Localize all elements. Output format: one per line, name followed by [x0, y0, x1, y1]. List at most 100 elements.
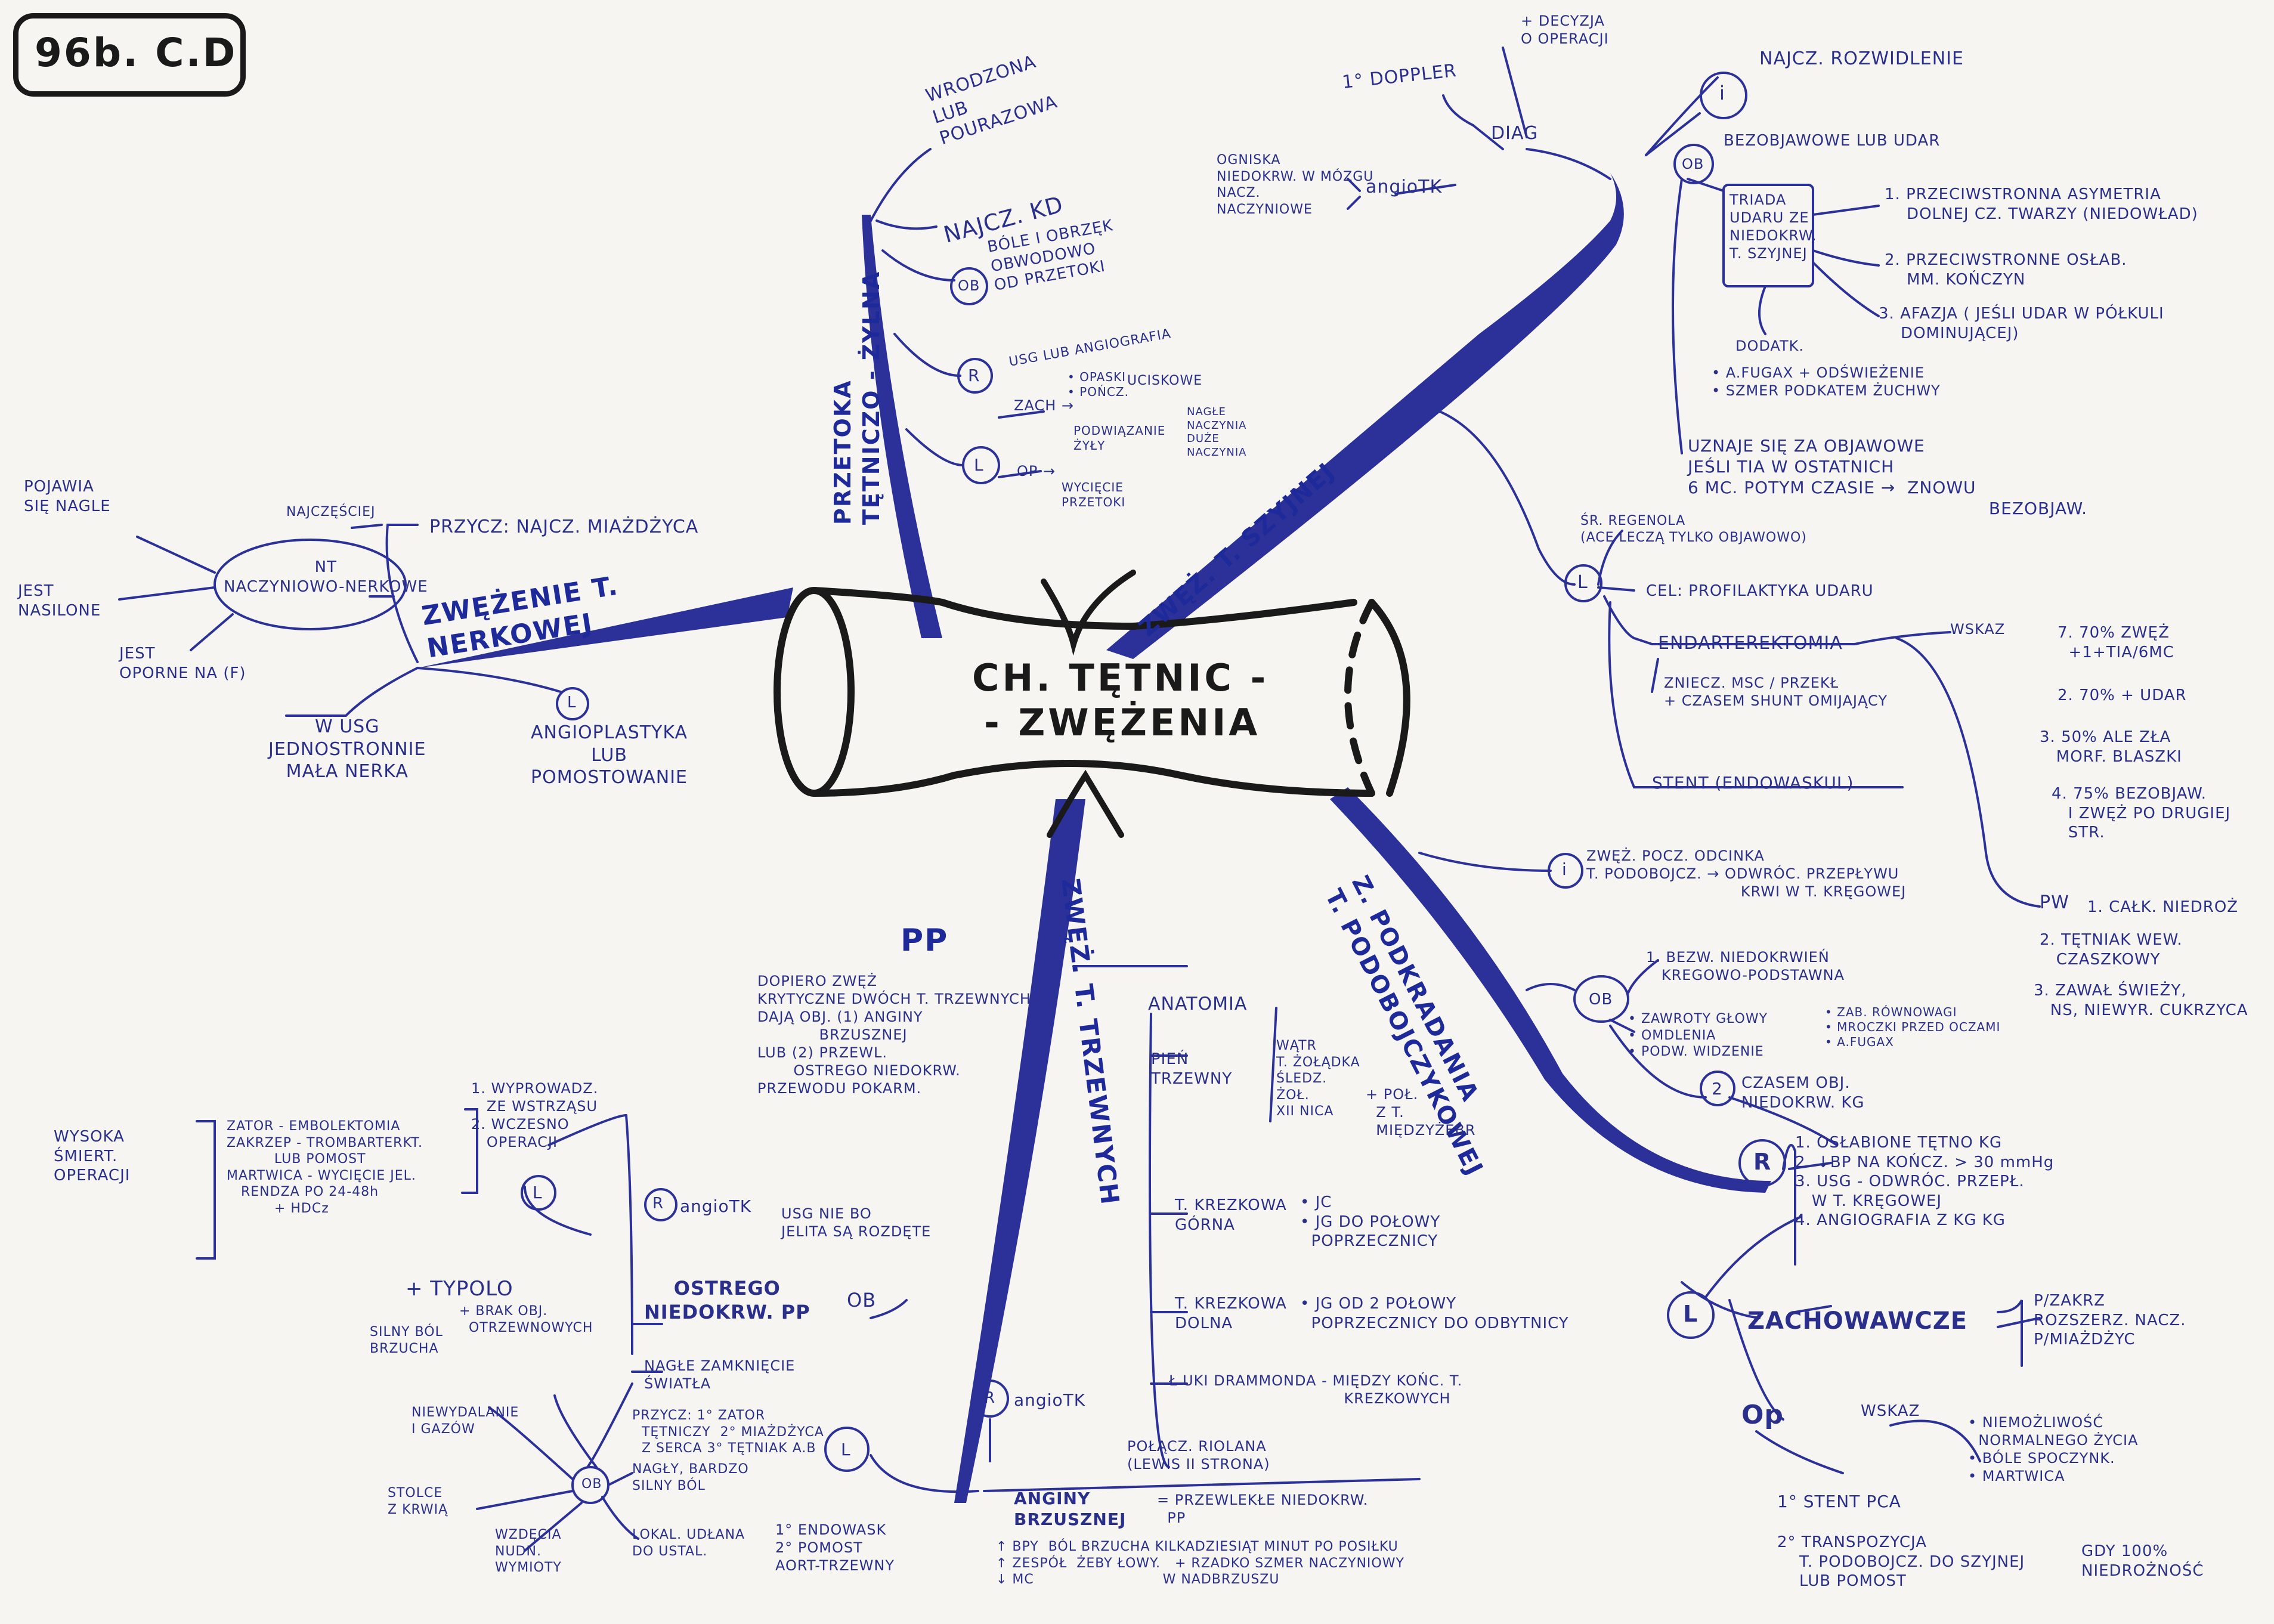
mes-ostre-ob: OB: [847, 1289, 877, 1311]
carotid-pw: PW: [2040, 892, 2069, 913]
carotid-decision: + DECYZJA O OPERACJI: [1521, 13, 1609, 47]
mes-angina-title: ANGINY BRZUSZNEJ: [1014, 1489, 1127, 1529]
page-title: 96b. C.D: [35, 30, 237, 76]
subclavian-i-circle: i: [1562, 859, 1567, 879]
mes-kr-dolna-i: • JG OD 2 POŁOWY POPRZECZNICY DO ODBYTNI…: [1300, 1295, 1569, 1332]
mes-high: WYSOKA ŚMIERT. OPERACJI: [54, 1128, 131, 1184]
mes-pp: PP: [901, 923, 949, 958]
mes-r-circle: R: [652, 1195, 664, 1212]
mes-pien: PIEŃ TRZEWNY: [1151, 1050, 1233, 1088]
subclavian-ob-2: CZASEM OBJ. NIEDOKRW. KG: [1741, 1074, 1865, 1112]
connectors: [118, 47, 2041, 1552]
carotid-stent: STENT (ENDOWASKUL): [1652, 773, 1854, 793]
mes-pp-note: DOPIERO ZWĘŻ KRYTYCZNE DWÓCH T. TRZEWNYC…: [757, 973, 1031, 1097]
fistula-r-circle: R: [968, 366, 980, 385]
carotid-najcz: NAJCZ. ROZWIDLENIE: [1759, 48, 1964, 69]
mes-pien-items: WĄTR T. ŻOŁĄDKA ŚLEDZ. ŻOŁ. XII NICA: [1276, 1038, 1360, 1119]
fistula-op-1: PODWIĄZANIE ŻYŁY: [1073, 423, 1166, 453]
subclavian-zach-items: P/ZAKRZ ROZSZERZ. NACZ. P/MIAŻDŻYC: [2034, 1292, 2186, 1348]
carotid-triad-3: 3. AFAZJA ( JEŚLI UDAR W PÓŁKULI DOMINUJ…: [1879, 305, 2164, 342]
carotid-wskaz: WSKAZ: [1950, 621, 2006, 638]
carotid-l-2: CEL: PROFILAKTYKA UDARU: [1646, 582, 1874, 600]
branch-subclavian: [1330, 787, 1771, 1193]
mes-ops: ZATOR - EMBOLEKTOMIA ZAKRZEP - TROMBARTE…: [227, 1119, 423, 1216]
mes-drummond: Ł UKI DRAMMONDA - MIĘDZY KOŃC. T. KREZKO…: [1169, 1372, 1463, 1407]
mes-angina-eq: = PRZEWLEKŁE NIEDOKRW. PP: [1157, 1492, 1369, 1526]
carotid-endart: ENDARTEREKTOMIA: [1658, 633, 1843, 654]
carotid-w-2: 2. 70% + UDAR: [2058, 686, 2187, 704]
mes-typolo-2: + BRAK OBJ. OTRZEWNOWYCH: [459, 1304, 593, 1335]
mes-kr-dolna: T. KREZKOWA DOLNA: [1175, 1295, 1287, 1332]
title-box: [13, 13, 246, 97]
mes-l-circle: L: [533, 1183, 543, 1202]
fistula-op-1b: WYCIĘCIE PRZETOKI: [1062, 480, 1126, 509]
mes-ostre-1: NAGŁE ZAMKNIĘCIE ŚWIATŁA: [644, 1357, 796, 1392]
renal-nt: NT NACZYNIOWO-NERKOWE: [224, 558, 428, 596]
carotid-angio-items: OGNISKA NIEDOKRW. W MÓZGU NACZ. NACZYNIO…: [1217, 153, 1374, 217]
carotid-dodatk: DODATK.: [1735, 338, 1805, 354]
subclavian-r-items: 1. OSŁABIONE TĘTNO KG 2. ↓BP NA KOŃCZ. >…: [1795, 1134, 2055, 1229]
subclavian-op: Op: [1741, 1400, 1784, 1430]
renal-l-circle: L: [567, 694, 577, 712]
carotid-w-3: 3. 50% ALE ZŁA MORF. BLASZKI: [2040, 728, 2182, 766]
carotid-pw-1: 1. CAŁK. NIEDROŻ: [2087, 898, 2239, 916]
carotid-triad-1: 1. PRZECIWSTRONNA ASYMETRIA DOLNEJ CZ. T…: [1885, 185, 2198, 223]
fistula-ob-circle: OB: [958, 277, 980, 294]
carotid-w-4: 4. 75% BEZOBJAW. I ZWĘŻ PO DRUGIEJ STR.: [2052, 785, 2231, 842]
renal-causes: PRZYCZ: NAJCZ. MIAŻDŻYCA: [429, 516, 699, 537]
carotid-triad-2: 2. PRZECIWSTRONNE OSŁAB. MM. KOŃCZYN: [1885, 251, 2127, 289]
mes-riolan: POŁĄCZ. RIOLANA (LEWIS II STRONA): [1127, 1438, 1270, 1473]
subclavian-ob-circle: OB: [1589, 991, 1613, 1009]
carotid-triad-box: TRIADA UDARU ZE NIEDOKRW. T. SZYJNEJ: [1730, 191, 1817, 262]
subclavian-l-circle: L: [1683, 1301, 1698, 1327]
mes-angina-l: L: [841, 1440, 851, 1459]
mes-pien-pot: + POŁ. Z T. MIĘDZYŻEBR: [1366, 1086, 1476, 1139]
fistula-zach-items: • OPASKI • POŃCZ.: [1068, 370, 1129, 399]
mes-r-usg: USG NIE BO JELITA SĄ ROZDĘTE: [781, 1205, 932, 1240]
subclavian-op-wskaz: WSKAZ: [1861, 1402, 1920, 1420]
subclavian-op-w: • NIEMOŻLIWOŚĆ NORMALNEGO ŻYCIA • BÓLE S…: [1968, 1414, 2139, 1484]
subclavian-two: 2: [1712, 1079, 1723, 1099]
mes-typolo: + TYPOLO: [406, 1277, 513, 1301]
carotid-l-circle: L: [1577, 572, 1588, 593]
subclavian-ob-1: 1. BEZW. NIEDOKRWIEŃ KREGOWO-PODSTAWNA: [1646, 949, 1845, 983]
mes-kr-gorna: T. KREZKOWA GÓRNA: [1175, 1196, 1287, 1234]
vessel-drawing: [774, 570, 1410, 838]
mes-angina-r-text: angioTK: [1014, 1390, 1086, 1410]
renal-treatment: ANGIOPLASTYKA LUB POMOSTOWANIE: [531, 722, 688, 788]
mes-ostre-title: OSTREGO NIEDOKRW. PP: [644, 1277, 810, 1323]
mes-ostre-2: PRZYCZ: 1° ZATOR TĘTNICZY 2° MIAŻDŻYCA Z…: [632, 1408, 824, 1456]
carotid-angio: angioTK: [1366, 177, 1443, 197]
fistula-op: OP →: [1017, 463, 1056, 480]
mes-ob-s2: STOLCE Z KRWIĄ: [388, 1486, 448, 1517]
renal-causes-small: NAJCZĘŚCIEJ: [286, 505, 376, 519]
carotid-i-circle: i: [1719, 82, 1725, 104]
subclavian-r-circle: R: [1753, 1149, 1772, 1175]
mes-ob-small: OB: [581, 1477, 602, 1492]
carotid-ob-circle: OB: [1682, 156, 1704, 172]
mes-ob-s3: WZDĘCIA NUDN. WYMIOTY: [495, 1527, 562, 1575]
branch-carotid: [1106, 173, 1624, 659]
mes-angina-r: R: [984, 1389, 996, 1407]
carotid-w-1: 7. 70% ZWĘŻ +1+TIA/6MC: [2058, 624, 2174, 661]
mes-r-angio: angioTK: [680, 1196, 752, 1216]
mes-l-items: 1. WYPROWADZ. ZE WSTRZĄSU 2. WCZESNO OPE…: [471, 1080, 599, 1150]
carotid-pw-2: 2. TĘTNIAK WEW. CZASZKOWY: [2040, 931, 2183, 969]
renal-usg: W USG JEDNOSTRONNIE MAŁA NERKA: [268, 716, 426, 782]
subclavian-op-2-cond: GDY 100% NIEDROŻNOŚĆ: [2081, 1542, 2204, 1580]
fistula-zach-result: UCISKOWE: [1127, 373, 1203, 388]
center-title-line1: CH. TĘTNIC -: [972, 656, 1269, 700]
mes-kr-gorna-i: • JC • JG DO POŁOWY POPRZECZNICY: [1300, 1193, 1441, 1250]
mes-ob-s5: LOKAL. UDŁANA DO USTAL.: [632, 1527, 745, 1559]
renal-nt-1: POJAWIA SIĘ NAGLE: [24, 478, 111, 515]
subclavian-op-2: 2° TRANSPOZYCJA T. PODOBOJCZ. DO SZYJNEJ…: [1777, 1533, 2025, 1590]
center-title-line2: - ZWĘŻENIA: [984, 701, 1261, 744]
renal-nt-3: JEST OPORNE NA (F): [119, 645, 246, 682]
mes-typolo-1: SILNY BÓL BRZUCHA: [370, 1325, 443, 1356]
mes-ob-s4: NAGŁY, BARDZO SILNY BÓL: [632, 1462, 749, 1493]
carotid-tia: UZNAJE SIĘ ZA OBJAWOWE JEŚLI TIA W OSTAT…: [1688, 436, 2088, 518]
branch-mesenteric: [954, 799, 1085, 1503]
fistula-zach: ZACH →: [1014, 397, 1074, 414]
subclavian-def: ZWĘŻ. POCZ. ODCINKA T. PODOBOJCZ. → ODWR…: [1586, 847, 1907, 900]
